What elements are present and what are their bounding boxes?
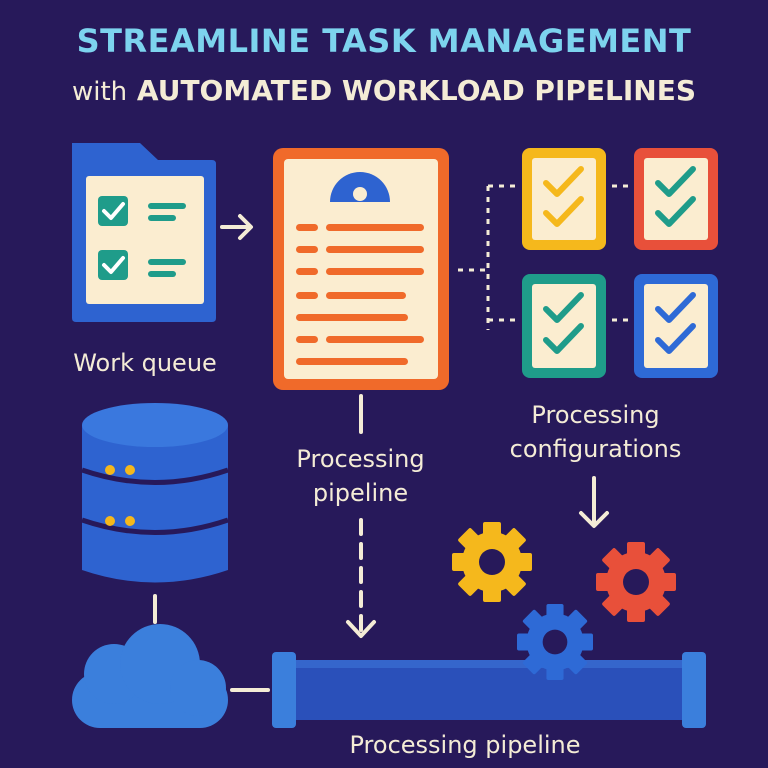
page-title: STREAMLINE TASK MANAGEMENT [76, 22, 692, 60]
checklist-card-icon [634, 274, 718, 378]
arrow-label-to-pipe [346, 518, 376, 638]
config-label-line1: Processing [531, 401, 660, 429]
subtitle-main: AUTOMATED WORKLOAD PIPELINES [136, 74, 697, 107]
document-icon [273, 148, 449, 390]
pipe-icon [272, 652, 706, 728]
folder-icon [72, 143, 216, 322]
gear-icon [596, 542, 676, 622]
processing-pipeline-label: Processing pipeline [258, 442, 463, 510]
subtitle-prefix: with [71, 77, 128, 107]
checklist-card-icon [522, 274, 606, 378]
database-icon [81, 403, 229, 583]
pipeline-label-line2: pipeline [312, 479, 409, 507]
cloud-icon [72, 624, 228, 728]
connector-dotted [458, 184, 632, 330]
gear-icon [452, 522, 532, 602]
pipeline-label-line1: Processing [296, 445, 425, 473]
config-label-line2: configurations [509, 435, 682, 463]
arrow-config-to-gears [579, 476, 609, 528]
processing-configurations-label: Processing configurations [478, 398, 713, 466]
checklist-card-icon [522, 148, 606, 250]
bottom-pipeline-label: Processing pipeline [349, 731, 581, 759]
page-subtitle: with AUTOMATED WORKLOAD PIPELINES [0, 74, 768, 107]
arrow-queue-to-document [220, 214, 253, 240]
gear-icon [517, 604, 593, 680]
checklist-card-icon [634, 148, 718, 250]
work-queue-label: Work queue [73, 349, 217, 377]
